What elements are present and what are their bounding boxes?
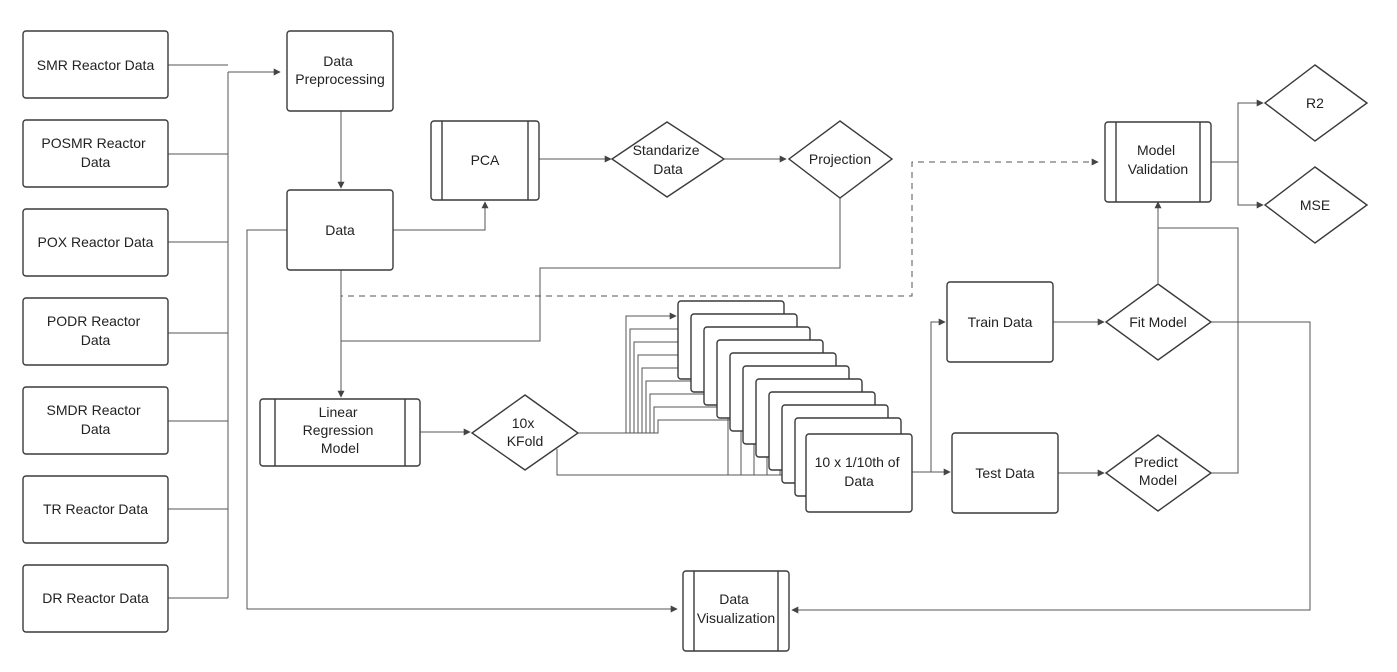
node-label: DR Reactor Data <box>42 590 149 606</box>
node-mse: MSE <box>1263 166 1369 244</box>
node-label: 10 x 1/10th of Data <box>815 454 904 489</box>
node-train-data: Train Data <box>946 281 1054 363</box>
node-label: PODR Reactor Data <box>47 313 144 348</box>
node-data: Data <box>286 189 394 271</box>
node-label: POSMR Reactor Data <box>41 135 149 170</box>
node-label: R2 <box>1306 95 1324 111</box>
reactor-feed-lines <box>168 64 228 599</box>
node-label: Linear Regression Model <box>303 404 378 456</box>
validation-to-mse-arrow <box>1237 162 1264 209</box>
node-label: Data <box>325 222 355 238</box>
data-to-visualization-arrow <box>246 229 678 613</box>
node-label: Train Data <box>968 314 1033 330</box>
fit-to-visualization-arrow <box>791 321 1311 614</box>
node-fit-model: Fit Model <box>1104 283 1213 361</box>
node-smr-reactor-data: SMR Reactor Data <box>22 30 169 99</box>
node-tr-reactor-data: TR Reactor Data <box>22 475 169 544</box>
data-to-pca-arrow <box>393 201 489 231</box>
node-dr-reactor-data: DR Reactor Data <box>22 564 169 633</box>
node-label: Projection <box>809 151 871 167</box>
node-label: SMR Reactor Data <box>37 57 155 73</box>
node-linear-regression-model: Linear Regression Model <box>259 398 421 467</box>
node-r2: R2 <box>1263 64 1369 142</box>
data-to-validation-dashed-arrow <box>340 158 1099 297</box>
predict-to-validation-line <box>1158 227 1239 474</box>
node-label: Data Preprocessing <box>295 53 385 87</box>
node-label: Test Data <box>975 465 1034 481</box>
node-label: SMDR Reactor Data <box>46 402 144 437</box>
node-posmr-reactor-data: POSMR Reactor Data <box>22 119 169 188</box>
node-label: 10x KFold <box>507 415 544 449</box>
node-label: MSE <box>1300 197 1330 213</box>
node-pca: PCA <box>430 120 540 201</box>
kfold-fanout-arrows <box>578 312 781 434</box>
node-label: Predict Model <box>1134 454 1181 488</box>
node-label: Model Validation <box>1128 142 1188 177</box>
node-label: PCA <box>471 152 500 168</box>
node-pox-reactor-data: POX Reactor Data <box>22 208 169 277</box>
folds-to-train-arrow <box>912 318 946 473</box>
projection-feedback-line <box>341 198 841 342</box>
node-projection: Projection <box>787 120 894 199</box>
node-smdr-reactor-data: SMDR Reactor Data <box>22 386 169 455</box>
node-label: POX Reactor Data <box>38 234 154 250</box>
node-data-preprocessing: Data Preprocessing <box>286 30 394 112</box>
node-model-validation: Model Validation <box>1104 121 1212 203</box>
node-10x-1-10th-of-data: 10 x 1/10th of Data <box>805 433 913 513</box>
node-label: Standarize Data <box>633 142 704 177</box>
node-predict-model: Predict Model <box>1104 434 1213 512</box>
node-podr-reactor-data: PODR Reactor Data <box>22 297 169 366</box>
validation-to-r2-arrow <box>1211 99 1264 163</box>
node-label: TR Reactor Data <box>43 501 148 517</box>
node-label: Fit Model <box>1129 314 1187 330</box>
node-10x-kfold: 10x KFold <box>470 394 580 471</box>
node-test-data: Test Data <box>951 432 1059 514</box>
node-label: Data Visualization <box>697 591 775 626</box>
connectors <box>168 64 1311 614</box>
node-data-visualization: Data Visualization <box>682 570 790 652</box>
node-standardize-data: Standarize Data <box>610 121 726 198</box>
